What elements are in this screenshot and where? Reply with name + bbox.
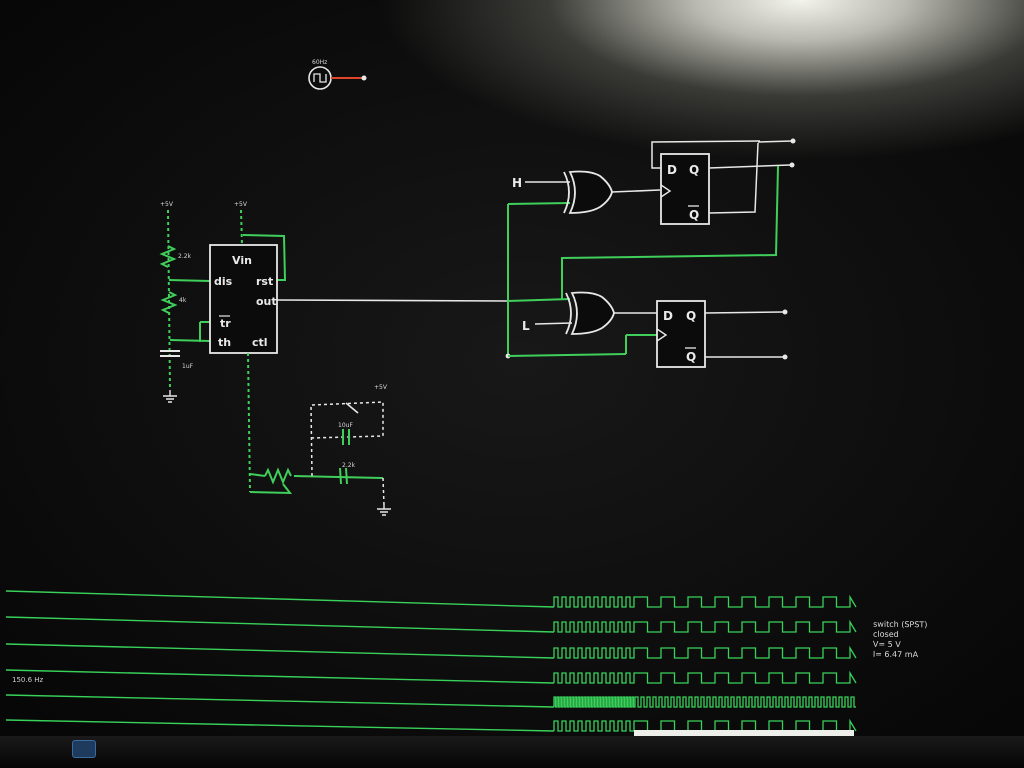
ff1-q-output-wire [708, 164, 791, 169]
status-info-box: switch (SPST) closed V= 5 V I= 6.47 mA [873, 620, 928, 661]
scope-trace-wave [553, 594, 857, 608]
pin-vin-label: Vin [232, 254, 252, 267]
xor-gate-2[interactable] [565, 291, 615, 335]
ff1-d-label: D [667, 163, 677, 177]
scope-trace-wave [553, 696, 856, 708]
clock-bus-to-xor1 [507, 202, 571, 205]
left-rail-wire [167, 209, 171, 391]
pin-tr-label: tr [220, 317, 231, 330]
ff2-q-output-terminal[interactable] [782, 309, 788, 315]
status-line-component: switch (SPST) [873, 619, 928, 630]
capacitor-2-plate-b [345, 467, 348, 485]
ff1-top-output-wire [757, 140, 793, 143]
bottom-network-wire [249, 473, 384, 495]
tr-th-wire [169, 339, 211, 342]
scope-trace-baseline [5, 669, 555, 684]
xor-gate-1-back-arc [563, 171, 570, 214]
ff1-d-feedback-wire [651, 140, 761, 169]
status-line-current: I= 6.47 mA [872, 649, 919, 660]
ff1-qbar-wire [708, 142, 759, 214]
status-line-voltage: V= 5 V [872, 639, 901, 650]
ground-left-icon [163, 390, 177, 403]
d-flipflop-1-body [660, 153, 710, 225]
ff1-q-label: Q [689, 163, 699, 177]
timer-section: +5V +5V +5V 2.2k 4k 1uF Vin dis rst out … [159, 201, 391, 516]
scope-trace-baseline [5, 590, 555, 608]
ff1-top-output-terminal[interactable] [790, 138, 796, 144]
d-flipflop-2[interactable]: D Q Q [656, 300, 706, 368]
input-h-label: H [512, 176, 522, 190]
supply-label-right: +5V [374, 384, 388, 391]
scope-trace-baseline [5, 719, 555, 732]
xor-gate-1[interactable] [563, 170, 613, 214]
xor1-output-wire [611, 189, 661, 193]
square-wave-icon [313, 73, 327, 83]
dis-wire [168, 279, 211, 282]
clock-source[interactable]: 60Hz [308, 59, 367, 90]
supply-label-left: +5V [160, 201, 174, 208]
resistor-2-symbol[interactable] [160, 291, 178, 314]
xor-gate-2-body [570, 291, 615, 335]
input-l-wire[interactable] [534, 322, 573, 325]
clock-source-label: 60Hz [312, 59, 327, 66]
rst-wire [242, 234, 287, 281]
ff1-clock-triangle [660, 184, 672, 198]
ctl-wire [247, 352, 251, 493]
scope-trace-baseline [5, 643, 555, 659]
scope-trace-wave [553, 619, 857, 633]
scope-trace-wave [553, 645, 857, 659]
pin-dis-label: dis [214, 275, 233, 288]
capacitor-1-label: 1uF [182, 363, 194, 370]
ff2-qbar-label: Q [686, 350, 696, 364]
resistor-1-label: 2.2k [178, 253, 192, 260]
clock-bus-to-ff2 [507, 353, 627, 357]
start-button[interactable] [72, 740, 96, 758]
ff2-q-output-wire [704, 311, 784, 314]
ff2-qbar-output-terminal[interactable] [782, 354, 788, 360]
xor-gate-2-back-arc [565, 292, 572, 335]
pin-ctl-label: ctl [252, 336, 268, 349]
ff2-d-label: D [663, 309, 673, 323]
resistor-1-symbol[interactable] [159, 245, 177, 268]
ff1-to-xor2-wire [561, 165, 779, 300]
status-line-state: closed [873, 629, 899, 639]
clock-output-terminal[interactable] [361, 75, 367, 81]
xor-gate-1-body [568, 170, 613, 214]
taskbar [0, 736, 1024, 768]
scope-trace-wave [553, 718, 857, 732]
clock-bus-to-xor2 [507, 298, 571, 302]
switch-spst-lever[interactable] [345, 402, 359, 414]
resistor-2-label: 4k [179, 297, 187, 304]
pin-out-label: out [256, 295, 277, 308]
timer-output-wire [276, 299, 509, 302]
potentiometer-symbol[interactable] [264, 467, 292, 485]
ground-right-icon [377, 505, 391, 516]
pin-th-label: th [218, 336, 231, 349]
ff1-q-output-terminal[interactable] [789, 162, 795, 168]
scope-frequency-readout: 150.6 Hz [12, 676, 44, 684]
d-flipflop-1[interactable]: D Q Q [660, 153, 710, 225]
timer-chip[interactable] [209, 244, 278, 354]
right-ground-wire [382, 477, 385, 506]
scope-trace-baseline [5, 694, 555, 708]
capacitor-3-label: 10uF [338, 422, 353, 429]
ff2-q-label: Q [686, 309, 696, 323]
ff2-clock-triangle [656, 328, 668, 342]
resistor-3-label: 2.2k [342, 462, 356, 469]
pin-rst-label: rst [256, 275, 273, 288]
supply-label-mid: +5V [234, 201, 248, 208]
ff1-qbar-label: Q [689, 208, 699, 222]
scope-trace-wave [553, 670, 857, 684]
scope-trace-baseline [5, 616, 555, 633]
input-l-label: L [522, 319, 530, 333]
capacitor-2-plate-a [339, 467, 342, 485]
